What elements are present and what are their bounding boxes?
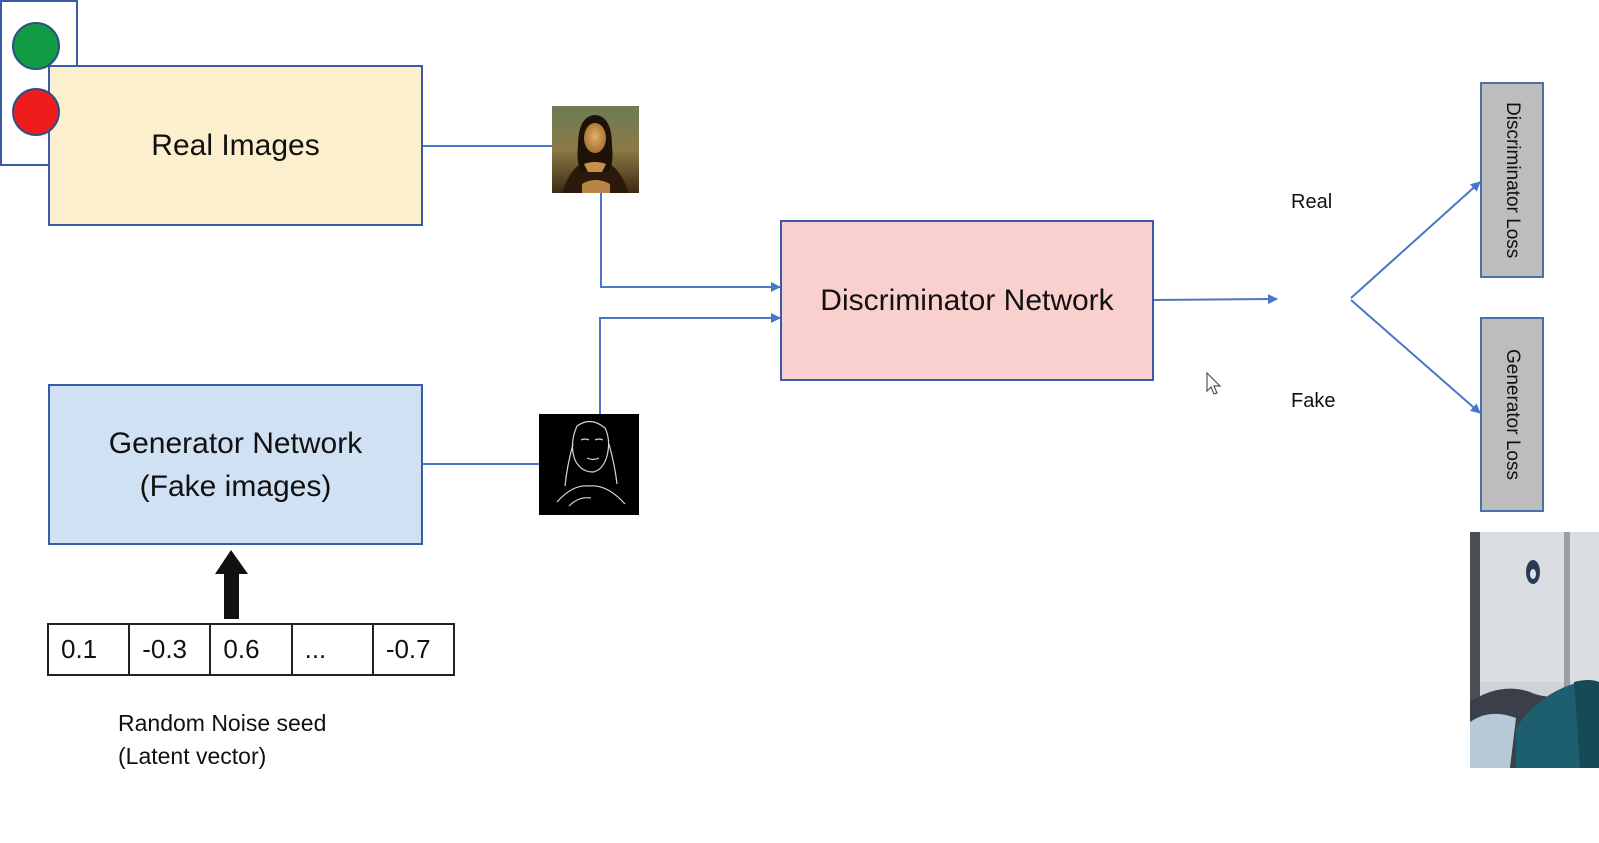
latent-cell: 0.6 <box>211 625 293 674</box>
generator-label-line1: Generator Network <box>108 426 363 460</box>
latent-vector: 0.1 -0.3 0.6 ... -0.7 <box>47 623 455 676</box>
generator-label-line2: (Fake images) <box>139 469 332 503</box>
discriminator-network-box: Discriminator Network <box>780 220 1154 381</box>
mona-lisa-thumbnail <box>552 106 639 193</box>
fake-sample-to-discriminator-arrow <box>599 313 781 414</box>
real-green-light-icon <box>12 22 60 70</box>
latent-caption: Random Noise seed (Latent vector) <box>118 707 326 773</box>
fake-output-label: Fake <box>1291 390 1336 412</box>
mouse-pointer-icon <box>1206 371 1222 396</box>
discriminator-label: Discriminator Network <box>820 283 1114 317</box>
discriminator-loss-box: Discriminator Loss <box>1480 82 1544 278</box>
fake-red-light-icon <box>12 88 60 136</box>
latent-caption-line2: (Latent vector) <box>118 743 267 769</box>
real-sample-to-discriminator-arrow <box>600 193 781 292</box>
latent-cell: 0.1 <box>49 625 131 674</box>
output-to-generator-loss-arrow <box>1350 299 1481 414</box>
real-images-label: Real Images <box>151 128 320 162</box>
discriminator-loss-label: Discriminator Loss <box>1502 101 1523 259</box>
real-output-label: Real <box>1291 191 1333 213</box>
latent-cell: -0.7 <box>385 634 431 664</box>
latent-cell: -0.3 <box>130 625 212 674</box>
generator-loss-label: Generator Loss <box>1502 349 1523 480</box>
real-images-box: Real Images <box>48 65 423 226</box>
latent-arrow-head <box>215 550 248 574</box>
real-fake-indicator <box>0 0 78 166</box>
generator-network-box: Generator Network (Fake images) <box>48 384 423 545</box>
latent-arrow-shaft <box>224 572 239 619</box>
latent-caption-line1: Random Noise seed <box>118 710 327 736</box>
discriminator-to-output-arrow <box>1153 294 1278 305</box>
mona-lisa-sketch-thumbnail <box>539 414 639 515</box>
webcam-thumbnail <box>1470 532 1599 768</box>
output-to-discriminator-loss-arrow <box>1350 181 1481 299</box>
latent-cell: ... <box>293 625 374 674</box>
generator-loss-box: Generator Loss <box>1480 317 1544 512</box>
